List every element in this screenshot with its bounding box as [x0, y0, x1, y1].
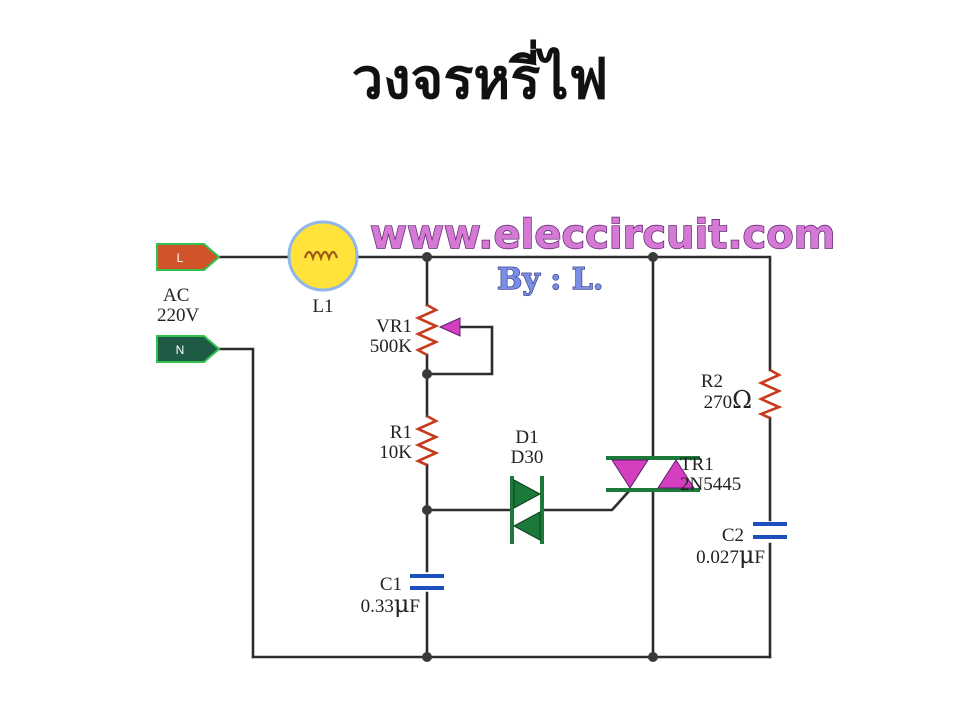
lamp-bulb-icon	[287, 220, 359, 292]
tr1-ref-label: TR1	[680, 454, 714, 475]
vr1-wiper-arrow-icon	[438, 317, 461, 337]
c2-value-label: 0.027μF	[696, 541, 765, 569]
tr1-triangle-right	[657, 459, 695, 489]
r2-value-label: 270Ω	[704, 386, 752, 414]
line-terminal-label: L	[177, 251, 184, 265]
wire-diac-to-gate	[540, 488, 632, 512]
voltage-label: 220V	[157, 305, 200, 326]
author-credit: By : L.	[497, 262, 603, 297]
potentiometer-vr1: VR1 500K	[370, 303, 461, 357]
r1-value-label: 10K	[379, 442, 412, 463]
neutral-terminal-tag	[156, 335, 221, 363]
r2-unit: Ω	[732, 386, 752, 414]
vr1-zigzag	[414, 303, 440, 357]
resistor-r1: R1 10K	[379, 414, 440, 467]
r2-ref-label: R2	[701, 371, 723, 392]
r1-ref-label: R1	[390, 422, 412, 443]
junction-dot	[422, 252, 432, 262]
junction-dot	[648, 252, 658, 262]
page-title: วงจรหรี่ไฟ	[351, 47, 609, 112]
junction-dot	[648, 652, 658, 662]
wires	[218, 255, 772, 659]
triac-tr1: TR1 2N5445	[606, 454, 741, 495]
vr1-value-label: 500K	[370, 336, 413, 357]
diac-d1: D1 D30	[510, 427, 544, 544]
c2-ref-label: C2	[722, 525, 744, 546]
lamp-ref-label: L1	[312, 296, 333, 317]
d1-value-label: D30	[511, 447, 544, 468]
line-terminal-tag	[156, 243, 221, 271]
c1-ref-label: C1	[380, 574, 402, 595]
junction-dot	[422, 505, 432, 515]
c1-value-number: 0.33	[361, 596, 394, 617]
d1-triangle-lower	[512, 511, 541, 541]
neutral-terminal-label: N	[176, 343, 185, 357]
capacitor-c1: C1 0.33μF	[361, 574, 444, 618]
c1-unit-prefix: μ	[394, 590, 410, 618]
wire-top-bus	[354, 255, 772, 372]
r1-zigzag	[414, 414, 440, 467]
junctions	[422, 252, 658, 662]
wire-neutral	[218, 347, 255, 659]
c2-unit: F	[754, 547, 765, 568]
tr1-value-label: 2N5445	[680, 474, 741, 495]
capacitor-c2: C2 0.027μF	[696, 522, 787, 569]
c2-unit-prefix: μ	[739, 541, 755, 569]
r2-value-number: 270	[704, 392, 733, 413]
ac-label: AC	[163, 285, 189, 306]
tr1-triangle-left	[611, 459, 649, 489]
junction-dot	[422, 369, 432, 379]
c1-unit: F	[409, 596, 420, 617]
neutral-terminal: N	[156, 335, 221, 363]
junction-dot	[422, 652, 432, 662]
vr1-ref-label: VR1	[376, 316, 412, 337]
c2-value-number: 0.027	[696, 547, 739, 568]
wire-vr1-wiper-loop	[425, 325, 494, 376]
line-terminal: L	[156, 243, 221, 271]
website-watermark: www.eleccircuit.com	[370, 212, 835, 258]
c1-value-label: 0.33μF	[361, 590, 420, 618]
resistor-r2: R2 270Ω	[701, 368, 783, 420]
lamp-l1: L1	[287, 220, 359, 317]
lamp-filament	[303, 250, 339, 262]
r2-zigzag	[757, 368, 783, 420]
d1-ref-label: D1	[515, 427, 538, 448]
d1-triangle-upper	[513, 479, 542, 509]
